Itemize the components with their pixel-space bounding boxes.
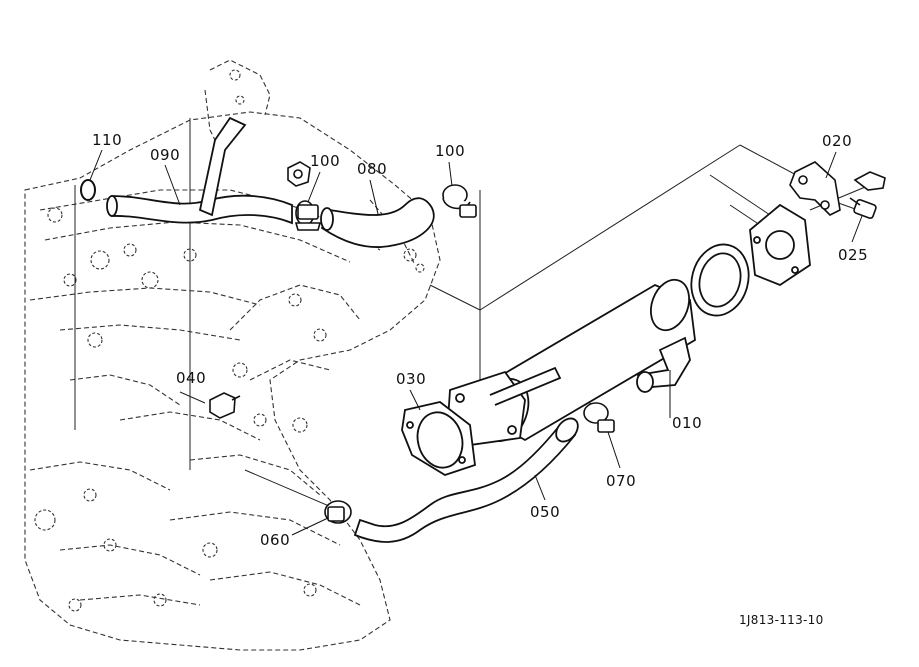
label-040: 040 — [176, 369, 206, 387]
upper-flange — [749, 203, 811, 287]
leader-lines — [74, 118, 871, 516]
egr-cooler-010 — [447, 278, 696, 446]
nut — [287, 161, 311, 187]
hose-080 — [320, 197, 435, 248]
pipe-050 — [353, 417, 579, 543]
label-030: 030 — [396, 370, 426, 388]
label-100-left: 100 — [310, 152, 340, 170]
bolt-025 — [849, 171, 886, 219]
upper-gasket — [690, 243, 750, 317]
clamp-060 — [324, 500, 352, 524]
label-070: 070 — [606, 472, 636, 490]
oring-110 — [80, 179, 96, 201]
engine-block — [24, 59, 441, 651]
label-100-right: 100 — [435, 142, 465, 160]
clamp-070 — [583, 402, 615, 433]
label-020: 020 — [822, 132, 852, 150]
label-060: 060 — [260, 531, 290, 549]
label-050: 050 — [530, 503, 560, 521]
engine-bolt-holes — [34, 69, 425, 612]
label-110: 110 — [92, 131, 122, 149]
label-leaders — [89, 149, 863, 536]
gasket-030 — [401, 401, 476, 476]
bolt-040 — [209, 392, 241, 419]
drawing-code: 1J813-113-10 — [739, 613, 824, 627]
label-010: 010 — [672, 414, 702, 432]
label-090: 090 — [150, 146, 180, 164]
bracket-020 — [789, 161, 841, 216]
label-025: 025 — [838, 246, 868, 264]
clamp-100-left — [294, 200, 322, 231]
part-labels: 110 090 100 080 100 020 025 030 010 040 … — [92, 131, 868, 627]
hose-090 — [106, 116, 293, 225]
clamp-100-right — [442, 184, 477, 218]
label-080: 080 — [357, 160, 387, 178]
